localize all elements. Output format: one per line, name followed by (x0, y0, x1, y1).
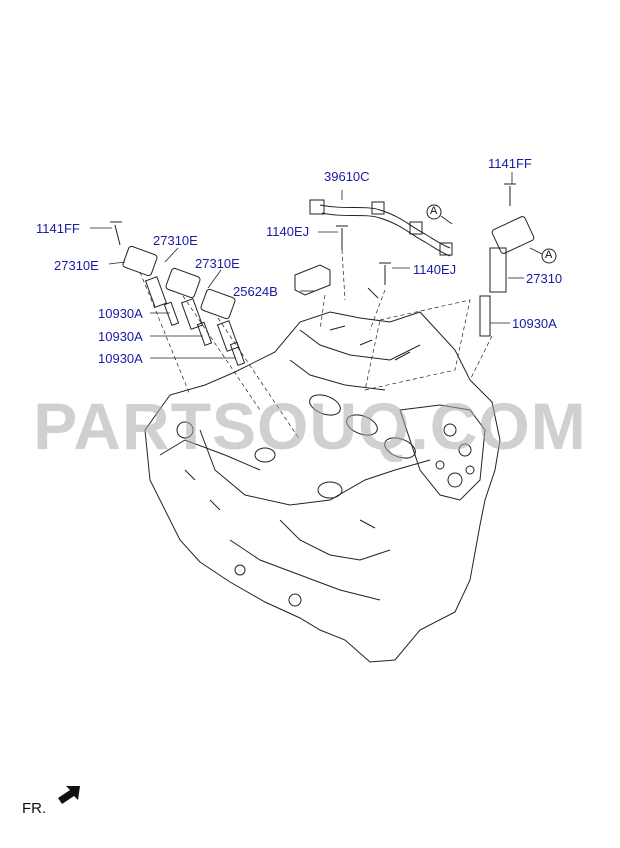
part-label-10930a-3[interactable]: 10930A (98, 351, 143, 366)
engine-block (144, 311, 501, 663)
orientation-label: FR. (22, 800, 47, 817)
part-label-27310e-2[interactable]: 27310E (54, 258, 99, 273)
part-label-27310e-1[interactable]: 27310E (153, 233, 198, 248)
part-label-1140ej-2[interactable]: 1140EJ (413, 262, 457, 277)
part-label-39610c[interactable]: 39610C (324, 169, 370, 184)
part-label-25624b[interactable]: 25624B (233, 284, 278, 299)
callout-a-1: A (430, 205, 438, 217)
part-label-1141ff-right[interactable]: 1141FF (488, 156, 532, 171)
part-label-10930a-1[interactable]: 10930A (98, 306, 143, 321)
watermark: PARTSOUQ.COM (33, 389, 587, 463)
callout-a-2: A (545, 249, 553, 261)
part-label-1140ej-1[interactable]: 1140EJ (266, 224, 310, 239)
part-label-27310[interactable]: 27310 (526, 271, 563, 286)
part-label-27310e-3[interactable]: 27310E (195, 256, 240, 271)
part-label-10930a-2[interactable]: 10930A (98, 329, 143, 344)
part-label-1141ff-left[interactable]: 1141FF (36, 221, 80, 236)
part-label-10930a-right[interactable]: 10930A (512, 316, 557, 331)
front-arrow-icon (58, 786, 80, 804)
